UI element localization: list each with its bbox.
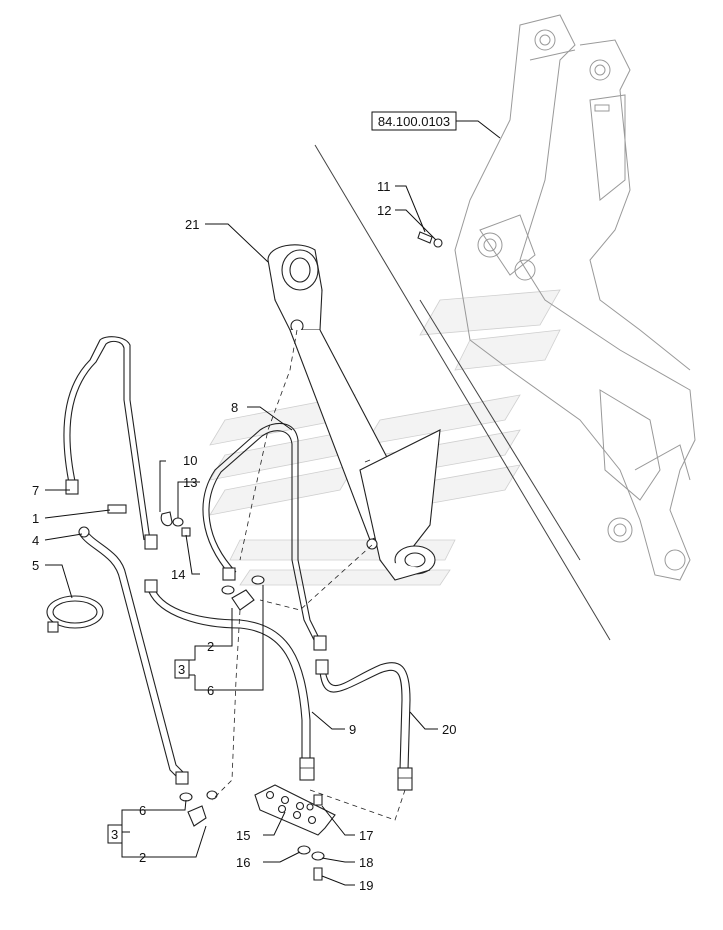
callout-15[interactable]: 15: [236, 828, 250, 843]
hydraulic-cylinder: [267, 244, 441, 581]
callout-11[interactable]: 11: [377, 179, 391, 194]
block-hardware: [297, 794, 325, 881]
hose-9: [144, 579, 315, 781]
callout-1[interactable]: 1: [32, 511, 39, 526]
connection-paths: [211, 329, 406, 821]
callout-2-upper[interactable]: 2: [207, 639, 214, 654]
callout-10[interactable]: 10: [183, 453, 197, 468]
callout-17[interactable]: 17: [359, 828, 373, 843]
callout-16[interactable]: 16: [236, 855, 250, 870]
small-fittings: [107, 504, 191, 537]
tube-7: [63, 336, 158, 550]
callout-20[interactable]: 20: [442, 722, 456, 737]
callout-7[interactable]: 7: [32, 483, 39, 498]
reference-callout[interactable]: 84.100.0103: [371, 111, 501, 139]
callout-6-lower[interactable]: 6: [139, 803, 146, 818]
callout-13[interactable]: 13: [183, 475, 197, 490]
callout-14[interactable]: 14: [171, 567, 185, 582]
hose-20: [315, 659, 413, 791]
callout-8[interactable]: 8: [231, 400, 238, 415]
callout-3-upper[interactable]: 3: [178, 662, 185, 677]
callout-4[interactable]: 4: [32, 533, 39, 548]
callout-box-3-lower: [107, 824, 123, 844]
callout-12[interactable]: 12: [377, 203, 391, 218]
callout-box-3-upper: [174, 659, 190, 679]
callout-2-lower[interactable]: 2: [139, 850, 146, 865]
loader-boom-arm: [314, 14, 696, 641]
hose-clamp: [46, 595, 104, 633]
callout-9[interactable]: 9: [349, 722, 356, 737]
callout-3-lower[interactable]: 3: [111, 827, 118, 842]
valve-block: [254, 784, 336, 836]
fittings-upper: [221, 575, 265, 611]
callout-21[interactable]: 21: [185, 217, 199, 232]
callout-19[interactable]: 19: [359, 878, 373, 893]
callout-6-upper[interactable]: 6: [207, 683, 214, 698]
reference-number: 84.100.0103: [378, 114, 450, 129]
fittings-lower: [179, 790, 218, 827]
tube-8: [202, 422, 327, 651]
tube-4: [78, 526, 189, 785]
callout-5[interactable]: 5: [32, 558, 39, 573]
bolt-assembly: [417, 231, 443, 248]
callout-18[interactable]: 18: [359, 855, 373, 870]
leader-lines: [44, 185, 438, 886]
